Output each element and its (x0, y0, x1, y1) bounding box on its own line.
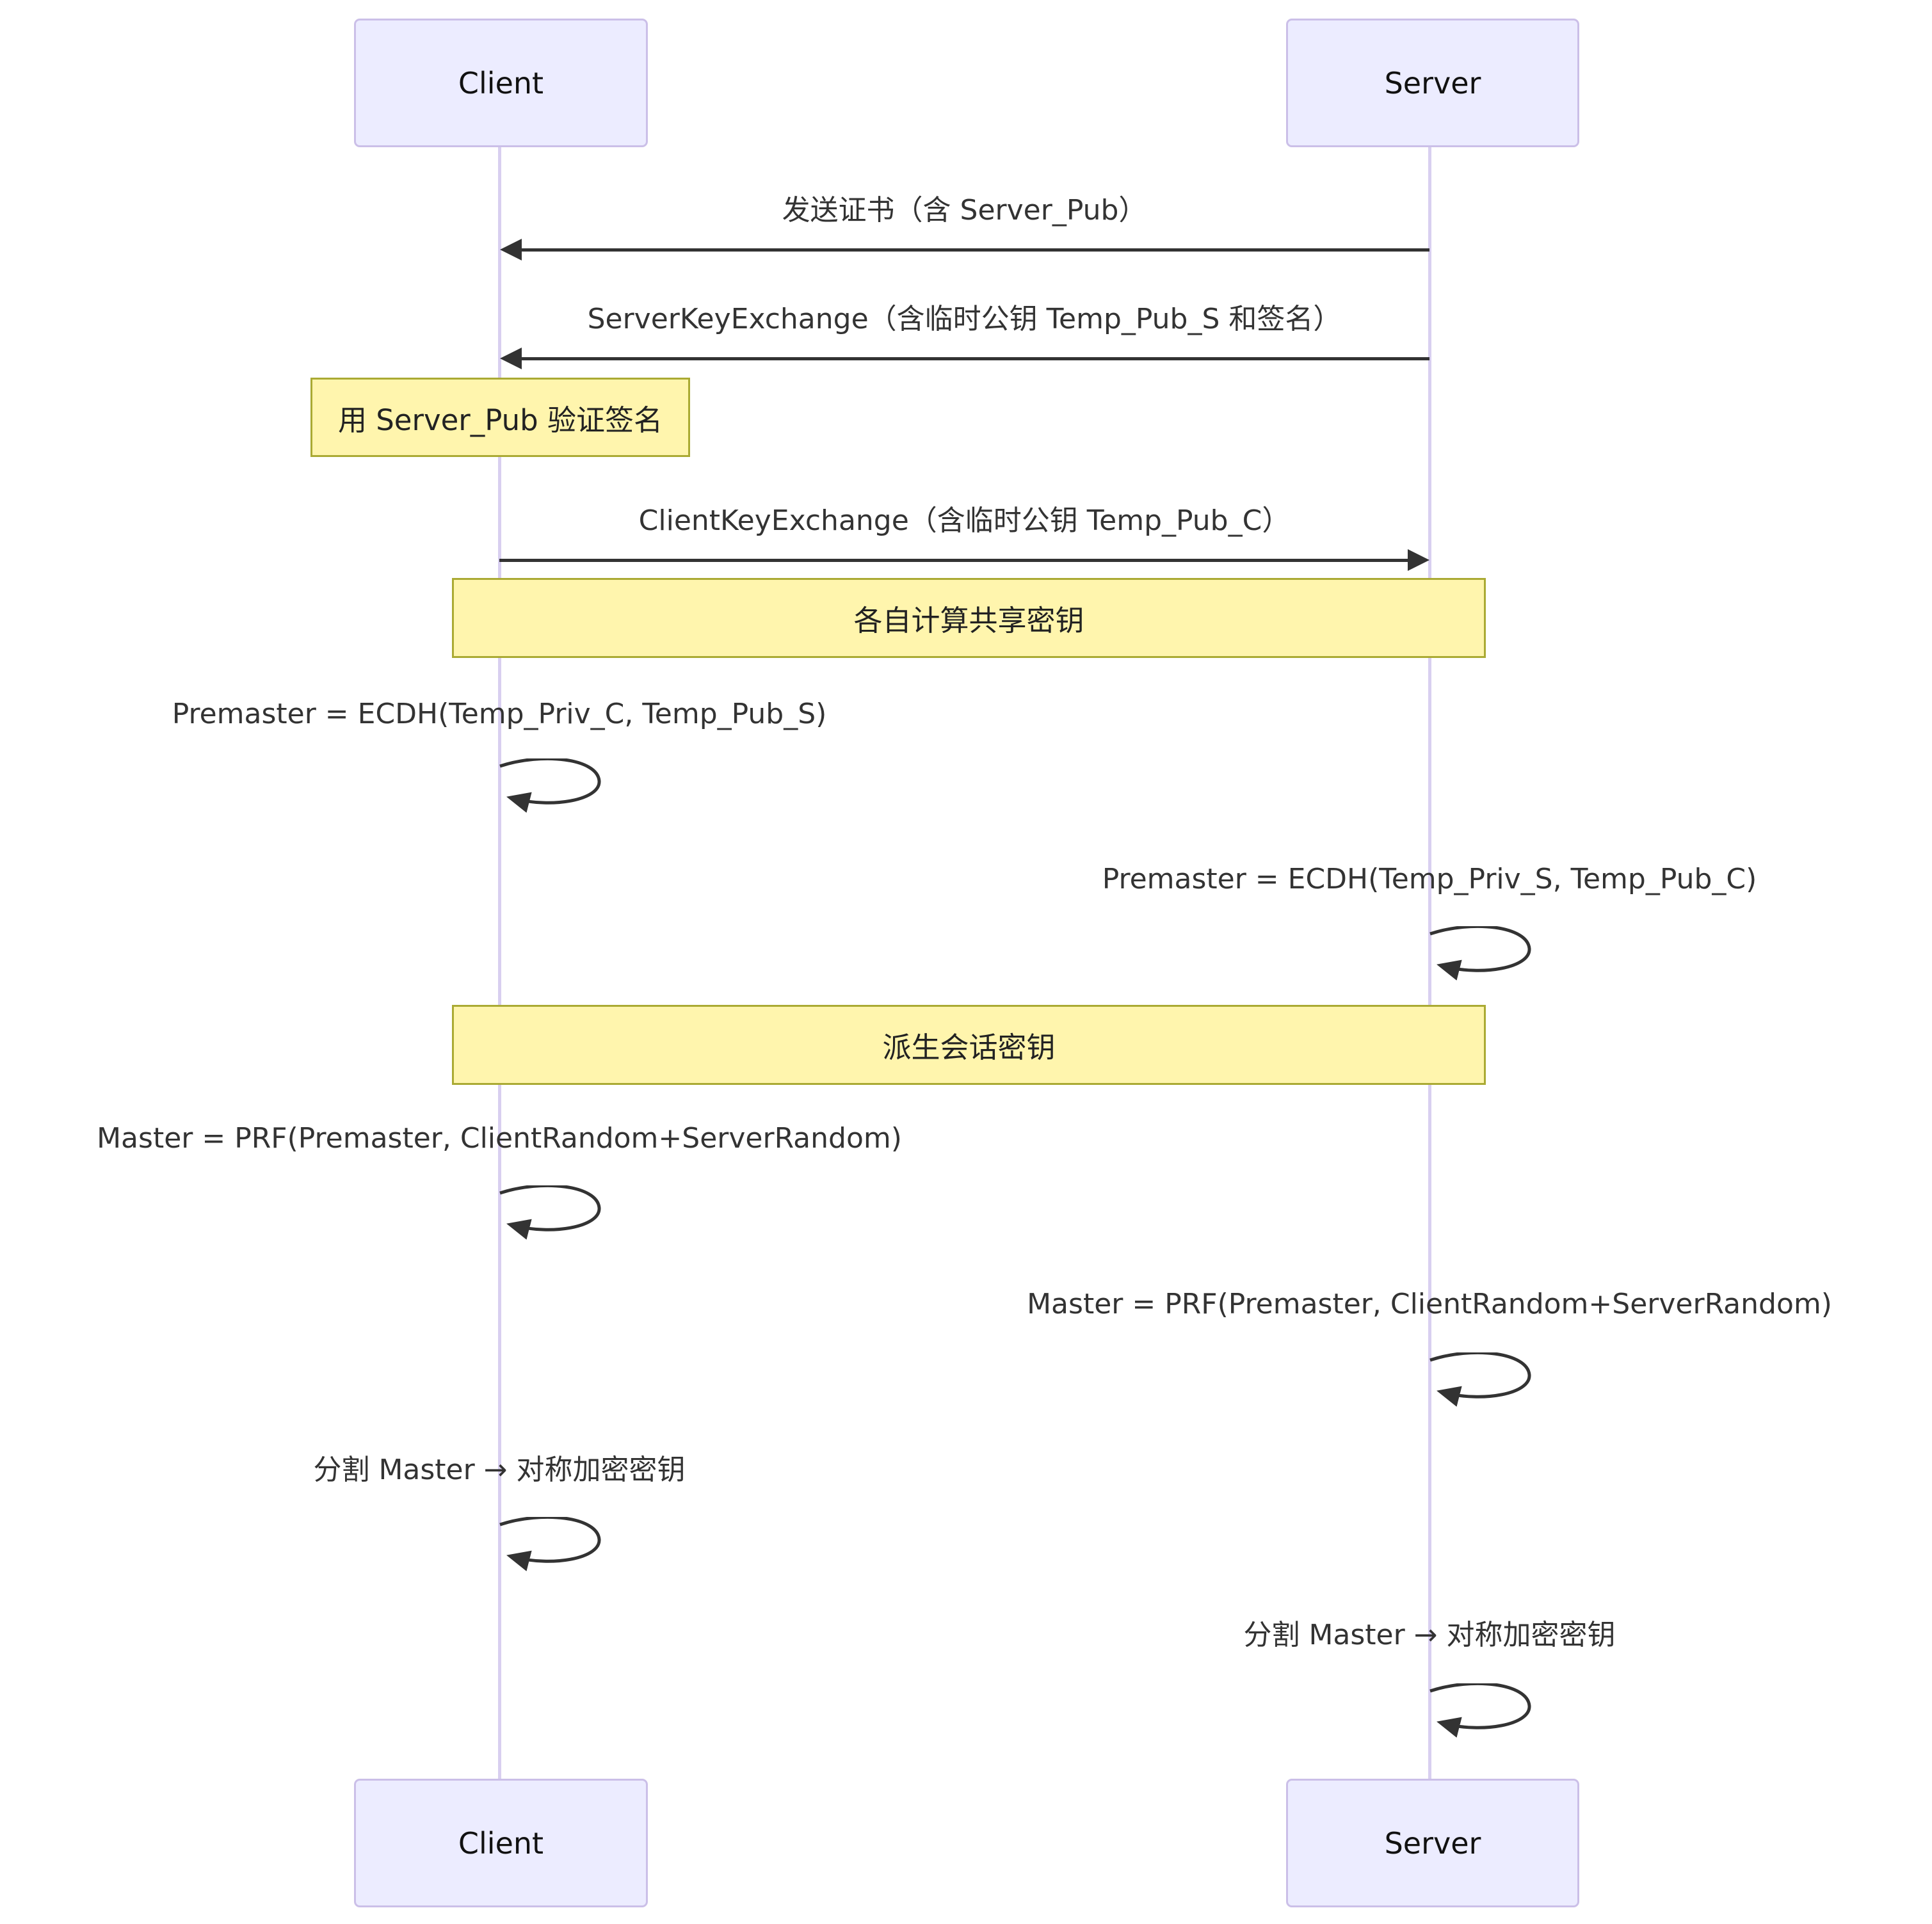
self-loop-arrow-icon (499, 1185, 601, 1240)
actor-server-bottom: Server (1286, 1779, 1579, 1907)
actor-client-top: Client (354, 19, 648, 147)
message-label-send-certificate: 发送证书（含 Server_Pub） (782, 194, 1147, 227)
message-arrow-send-certificate (519, 248, 1429, 252)
message-label-client-key-exchange: ClientKeyExchange（含临时公钥 Temp_Pub_C） (638, 504, 1291, 537)
arrowhead-left-icon (500, 239, 522, 261)
note-verify-signature-label: 用 Server_Pub 验证签名 (337, 403, 663, 437)
self-loop-arrow-icon (1429, 1352, 1531, 1407)
self-message-label-server-master: Master = PRF(Premaster, ClientRandom+Ser… (1027, 1288, 1832, 1320)
arrowhead-right-icon (1408, 549, 1429, 571)
actor-server-bottom-label: Server (1384, 1825, 1481, 1861)
message-arrow-client-key-exchange (499, 559, 1408, 562)
self-loop-arrow-icon (1429, 926, 1531, 981)
actor-server-top-label: Server (1384, 65, 1481, 100)
actor-client-bottom-label: Client (458, 1825, 544, 1861)
arrowhead-left-icon (500, 348, 522, 369)
note-derive-session-keys-label: 派生会话密钥 (882, 1030, 1056, 1064)
self-message-label-client-split-master: 分割 Master → 对称加密密钥 (313, 1454, 686, 1486)
note-derive-session-keys: 派生会话密钥 (452, 1005, 1486, 1085)
actor-server-top: Server (1286, 19, 1579, 147)
lifeline-client (498, 143, 501, 1779)
self-message-label-client-master: Master = PRF(Premaster, ClientRandom+Ser… (97, 1122, 902, 1155)
note-compute-shared-secret-label: 各自计算共享密钥 (853, 604, 1084, 637)
self-loop-arrow-icon (499, 758, 601, 813)
lifeline-server (1428, 143, 1431, 1779)
message-arrow-server-key-exchange (519, 357, 1429, 360)
actor-client-bottom: Client (354, 1779, 648, 1907)
self-loop-arrow-icon (1429, 1683, 1531, 1738)
self-loop-arrow-icon (499, 1517, 601, 1571)
self-message-label-client-premaster: Premaster = ECDH(Temp_Priv_C, Temp_Pub_S… (172, 698, 827, 730)
self-message-label-server-split-master: 分割 Master → 对称加密密钥 (1243, 1619, 1616, 1651)
actor-client-top-label: Client (458, 65, 544, 100)
self-message-label-server-premaster: Premaster = ECDH(Temp_Priv_S, Temp_Pub_C… (1102, 863, 1757, 895)
note-compute-shared-secret: 各自计算共享密钥 (452, 578, 1486, 658)
note-verify-signature: 用 Server_Pub 验证签名 (310, 378, 690, 457)
message-label-server-key-exchange: ServerKeyExchange（含临时公钥 Temp_Pub_S 和签名） (587, 303, 1342, 335)
